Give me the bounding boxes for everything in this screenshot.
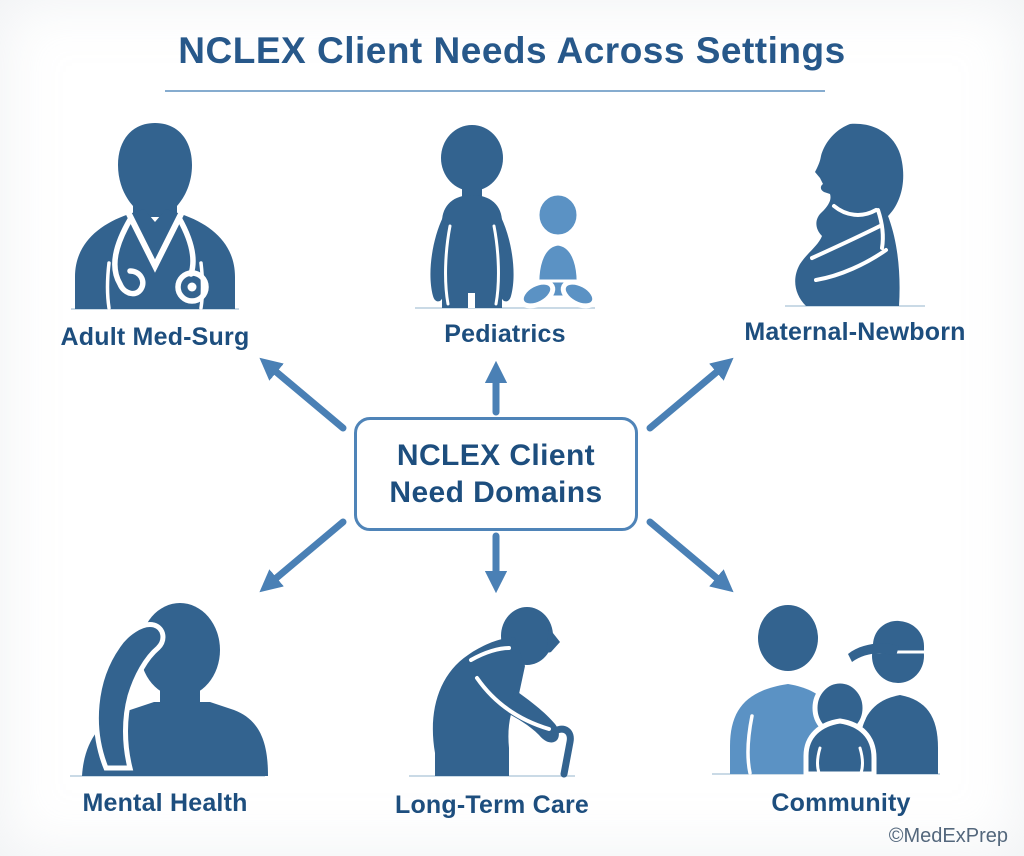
person-hand-on-head-icon: [70, 603, 268, 777]
elderly-with-cane-icon: [409, 607, 575, 778]
node-adult-med-surg: Adult Med-Surg: [25, 115, 285, 352]
stethoscope-bell: [175, 270, 209, 304]
node-pediatrics: Pediatrics: [385, 122, 625, 349]
pregnant-woman-icon: [785, 123, 925, 307]
neckline: [832, 204, 878, 217]
title-underline: [165, 90, 825, 92]
node-label: Mental Health: [82, 789, 248, 817]
child-figure: [803, 678, 876, 777]
capped-person: [847, 620, 938, 774]
node-label: Long-Term Care: [394, 791, 590, 819]
node-label: Pediatrics: [444, 320, 566, 348]
cap-brim: [847, 643, 899, 662]
node-community: Community: [702, 596, 952, 818]
page-title: NCLEX Client Needs Across Settings: [178, 30, 846, 71]
forward-arm: [505, 690, 559, 743]
node-maternal-newborn: Maternal-Newborn: [735, 120, 975, 347]
watermark: ©MedExPrep: [888, 825, 1008, 847]
center-domains-box: NCLEX Client Need Domains: [354, 417, 638, 531]
raised-arm: [93, 622, 166, 771]
arrow-down-right: [646, 518, 734, 593]
stethoscope-tube: [112, 215, 146, 297]
arrow-up-right: [646, 357, 734, 432]
node-label: Community: [771, 789, 911, 817]
v-neck-line: [126, 211, 184, 273]
node-label: Adult Med-Surg: [60, 323, 250, 351]
node-label: Maternal-Newborn: [744, 318, 966, 346]
cane: [551, 725, 574, 778]
baby-figure: [518, 190, 598, 309]
arrow-up-left: [259, 357, 347, 432]
arm-line: [810, 224, 882, 260]
adult-head: [757, 605, 818, 671]
center-box-line1: NCLEX Client: [396, 438, 596, 472]
node-mental-health: Mental Health: [45, 596, 285, 818]
center-box-line2: Need Domains: [389, 476, 603, 509]
arrow-down-left: [259, 518, 347, 593]
nurse-stethoscope-icon: [71, 123, 239, 310]
family-group-icon: [711, 605, 940, 777]
node-long-term-care: Long-Term Care: [372, 598, 612, 820]
child-and-baby-icon: [415, 125, 598, 309]
